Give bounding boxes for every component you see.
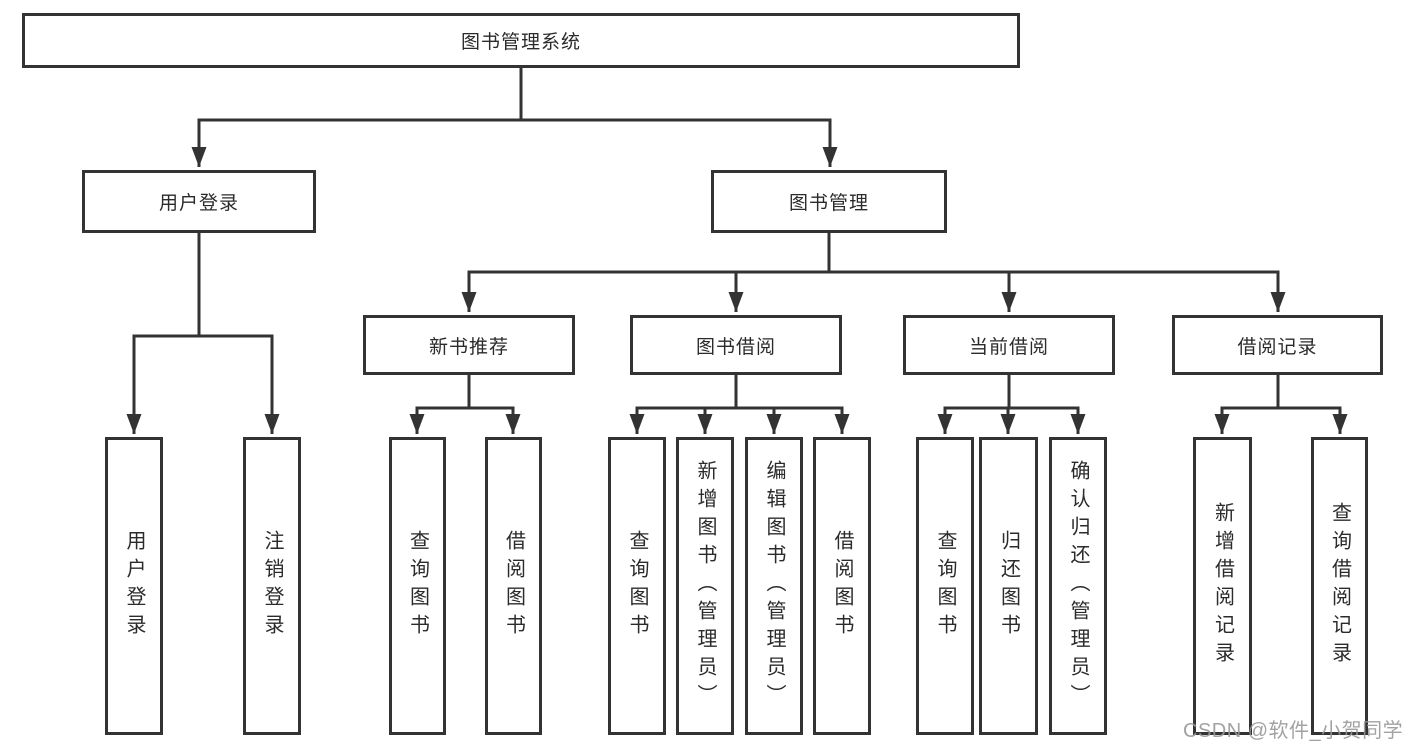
node-label: 注销登录 <box>261 530 283 642</box>
leaf-confirm-return-admin: 确认归还（管理员） <box>1049 437 1107 735</box>
leaf-query-books-current: 查询图书 <box>916 437 974 735</box>
node-label: 用户登录 <box>158 193 239 214</box>
node-book-borrow: 图书借阅 <box>630 315 842 375</box>
leaf-borrow-books-recommend: 借阅图书 <box>485 437 542 735</box>
node-new-book-recommend: 新书推荐 <box>363 315 575 375</box>
leaf-add-book-admin: 新增图书（管理员） <box>676 437 734 735</box>
node-label: 新书推荐 <box>428 336 509 358</box>
node-label: 借阅图书 <box>502 530 525 642</box>
watermark: CSDN @软件_小贺同学 <box>1183 720 1404 742</box>
node-label: 当前借阅 <box>968 336 1049 358</box>
node-borrow-records: 借阅记录 <box>1172 315 1383 375</box>
leaf-return-book: 归还图书 <box>979 437 1038 735</box>
node-label: 编辑图书（管理员） <box>763 460 785 712</box>
node-label: 查询图书 <box>626 530 648 642</box>
node-label: 确认归还（管理员） <box>1067 460 1089 712</box>
node-library-management-system: 图书管理系统 <box>22 13 1020 68</box>
leaf-user-login: 用户登录 <box>105 437 163 735</box>
leaf-query-borrow-record: 查询借阅记录 <box>1311 437 1368 735</box>
node-label: 查询借阅记录 <box>1328 502 1351 670</box>
node-label: 借阅图书 <box>831 530 853 642</box>
node-label: 图书管理 <box>788 193 869 214</box>
node-label: 图书管理系统 <box>460 32 581 53</box>
node-label: 归还图书 <box>997 530 1020 642</box>
node-label: 查询图书 <box>406 530 429 642</box>
node-label: 新增图书（管理员） <box>694 460 716 712</box>
leaf-logout: 注销登录 <box>243 437 301 735</box>
node-label: 借阅记录 <box>1237 336 1318 358</box>
leaf-add-borrow-record: 新增借阅记录 <box>1193 437 1252 735</box>
node-label: 用户登录 <box>123 530 145 642</box>
node-label: 图书借阅 <box>695 336 776 358</box>
node-book-management: 图书管理 <box>711 170 947 233</box>
node-label: 查询图书 <box>934 530 956 642</box>
node-current-borrow: 当前借阅 <box>903 315 1115 375</box>
leaf-borrow-books: 借阅图书 <box>813 437 871 735</box>
node-user-login: 用户登录 <box>82 170 316 233</box>
node-label: 新增借阅记录 <box>1211 502 1234 670</box>
leaf-query-books-recommend: 查询图书 <box>389 437 446 735</box>
leaf-edit-book-admin: 编辑图书（管理员） <box>745 437 803 735</box>
leaf-query-books-borrow: 查询图书 <box>608 437 666 735</box>
